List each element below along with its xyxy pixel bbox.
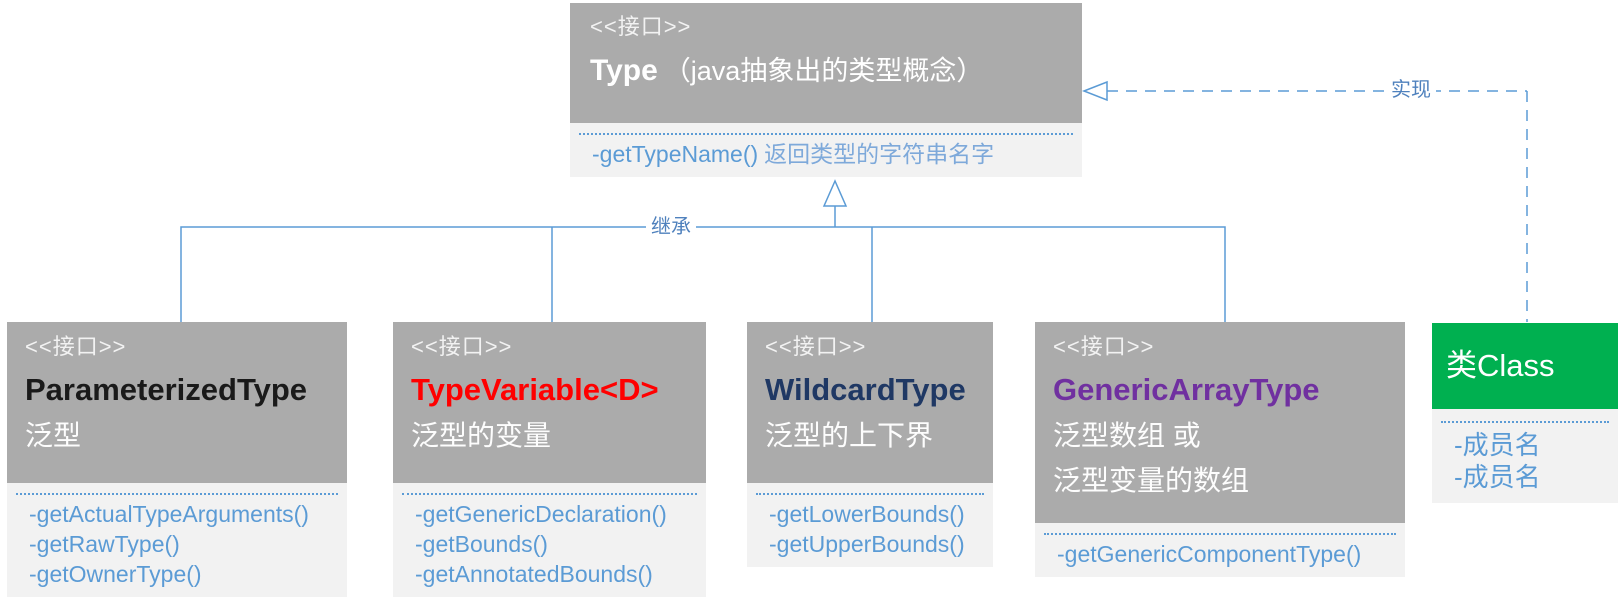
class-box-wildcardtype: <<接口>> WildcardType 泛型的上下界 -getLowerBoun… (747, 322, 993, 567)
class-box-genericarraytype: <<接口>> GenericArrayType 泛型数组 或 泛型变量的数组 -… (1035, 322, 1405, 577)
type-name: Type (590, 54, 658, 87)
inheritance-arrowhead-icon (822, 179, 848, 207)
method-item: -getGenericDeclaration() (415, 501, 667, 527)
method-item: -getRawType() (29, 531, 180, 557)
genericarraytype-header: <<接口>> GenericArrayType 泛型数组 或 泛型变量的数组 (1035, 322, 1405, 523)
inheritance-tree-line (180, 226, 1226, 322)
section-divider (402, 493, 697, 495)
parameterizedtype-methods-section: -getActualTypeArguments() -getRawType() … (7, 483, 347, 597)
typevariable-methods-section: -getGenericDeclaration() -getBounds() -g… (393, 483, 706, 597)
class-box-class: 类Class -成员名 -成员名 (1432, 323, 1618, 503)
method-description: 返回类型的字符串名字 (764, 141, 995, 167)
section-divider (16, 493, 338, 495)
method-item: -getActualTypeArguments() (29, 501, 309, 527)
wildcardtype-header: <<接口>> WildcardType 泛型的上下界 (747, 322, 993, 483)
type-name-line: Type（java抽象出的类型概念） (590, 45, 1082, 97)
method-item: -getAnnotatedBounds() (415, 561, 653, 587)
typevariable-subtitle: 泛型的变量 (411, 420, 552, 451)
method-item: -getUpperBounds() (769, 531, 965, 557)
wildcardtype-subtitle: 泛型的上下界 (765, 420, 934, 451)
parameterizedtype-name: ParameterizedType (25, 372, 307, 407)
parameterizedtype-subtitle: 泛型 (25, 420, 82, 451)
member-item: -成员名 (1454, 462, 1541, 492)
parameterizedtype-stereotype: <<接口>> (25, 334, 127, 359)
class-box-parameterizedtype: <<接口>> ParameterizedType 泛型 -getActualTy… (7, 322, 347, 597)
class-header: 类Class (1432, 323, 1618, 409)
typevariable-header: <<接口>> TypeVariable<D> 泛型的变量 (393, 322, 706, 483)
genericarraytype-subtitle-line2: 泛型变量的数组 (1053, 465, 1250, 496)
class-name: 类Class (1446, 348, 1555, 383)
implements-label: 实现 (1386, 77, 1436, 103)
implements-arrowhead-icon (1081, 80, 1108, 102)
class-members-section: -成员名 -成员名 (1432, 409, 1618, 503)
typevariable-name: TypeVariable<D> (411, 372, 659, 407)
section-divider (1441, 421, 1609, 423)
method-code: -getTypeName() (592, 141, 759, 167)
wildcardtype-methods-section: -getLowerBounds() -getUpperBounds() (747, 483, 993, 567)
method-item: -getTypeName()返回类型的字符串名字 (570, 139, 1082, 169)
parameterizedtype-header: <<接口>> ParameterizedType 泛型 (7, 322, 347, 483)
member-item: -成员名 (1454, 430, 1541, 460)
type-name-note: （java抽象出的类型概念） (663, 56, 984, 86)
method-item: -getBounds() (415, 531, 548, 557)
inheritance-label: 继承 (646, 214, 696, 240)
type-header: <<接口>> Type（java抽象出的类型概念） (570, 3, 1082, 123)
genericarraytype-methods-section: -getGenericComponentType() (1035, 523, 1405, 577)
section-divider (756, 493, 984, 495)
type-stereotype: <<接口>> (590, 14, 692, 39)
section-divider (1044, 533, 1396, 535)
typevariable-stereotype: <<接口>> (411, 334, 513, 359)
method-item: -getOwnerType() (29, 561, 202, 587)
wildcardtype-name: WildcardType (765, 372, 966, 407)
genericarraytype-stereotype: <<接口>> (1053, 334, 1155, 359)
class-box-type: <<接口>> Type（java抽象出的类型概念） -getTypeName()… (570, 3, 1082, 177)
type-methods-section: -getTypeName()返回类型的字符串名字 (570, 123, 1082, 177)
section-divider (579, 133, 1073, 135)
method-item: -getLowerBounds() (769, 501, 965, 527)
wildcardtype-stereotype: <<接口>> (765, 334, 867, 359)
genericarraytype-name: GenericArrayType (1053, 372, 1320, 407)
genericarraytype-subtitle: 泛型数组 或 (1053, 420, 1201, 451)
method-item: -getGenericComponentType() (1057, 541, 1362, 567)
class-box-typevariable: <<接口>> TypeVariable<D> 泛型的变量 -getGeneric… (393, 322, 706, 597)
